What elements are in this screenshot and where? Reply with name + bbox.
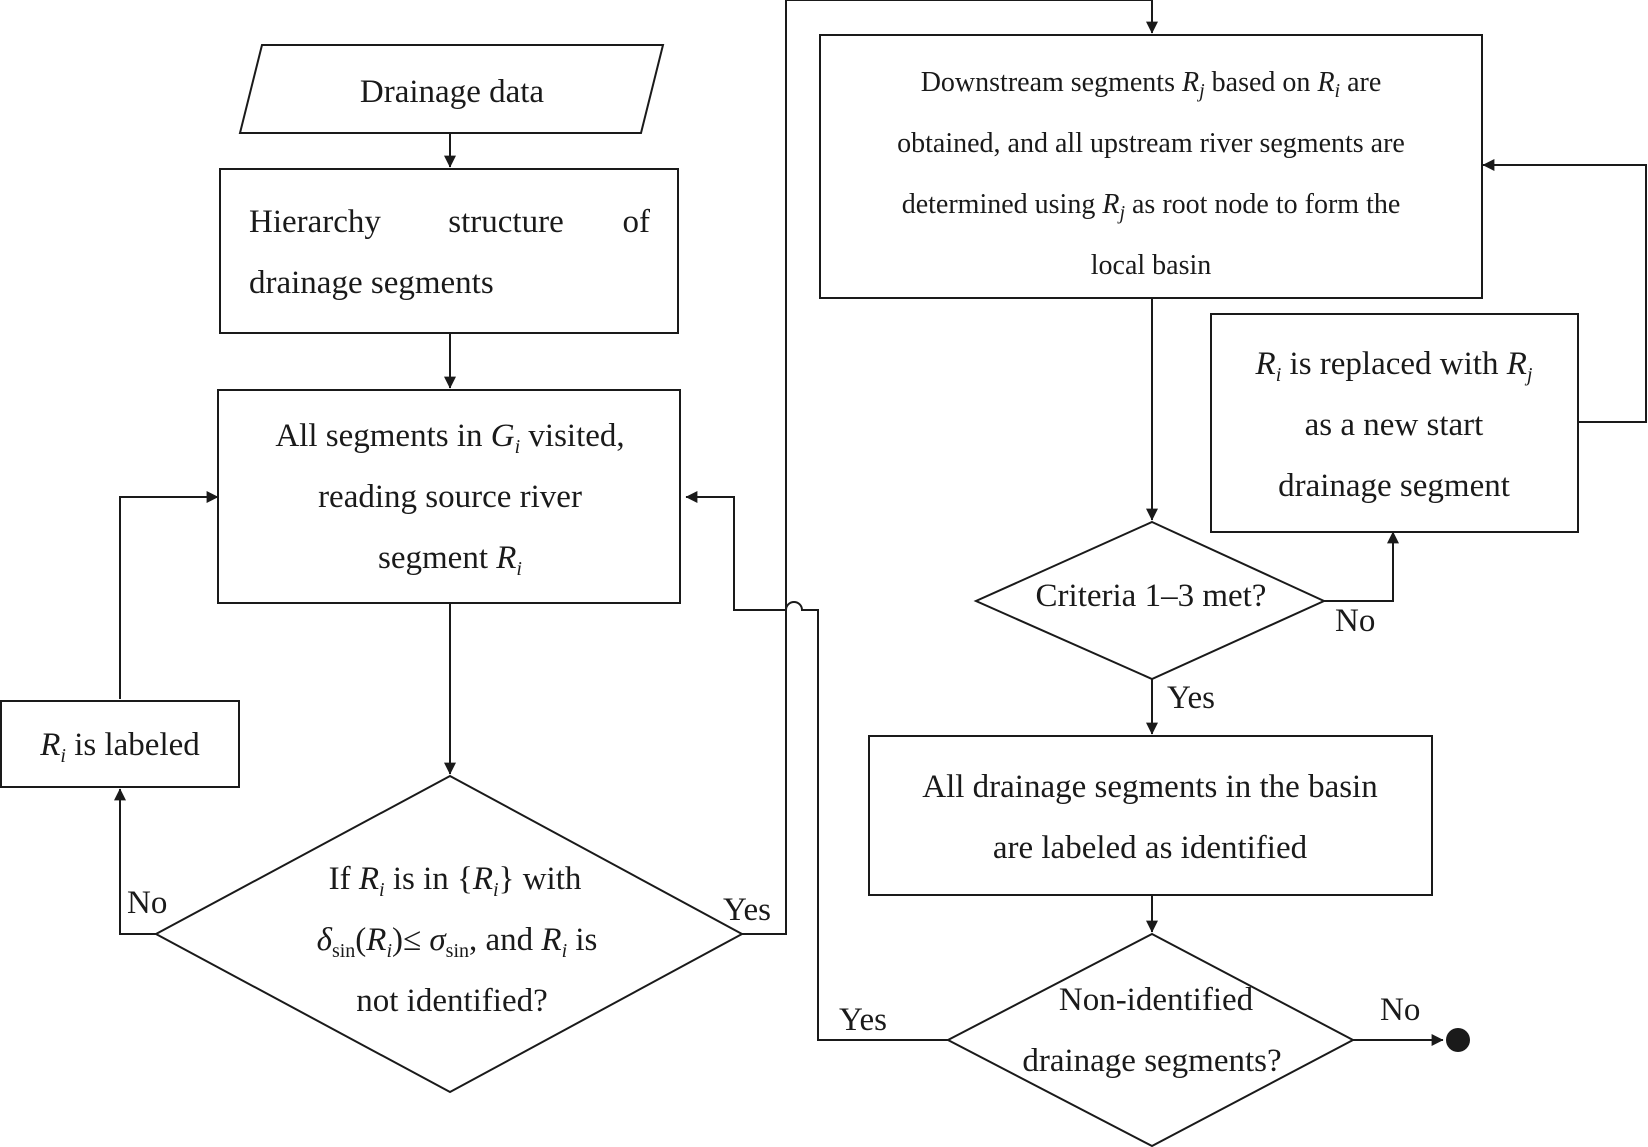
end-terminator bbox=[1446, 1028, 1470, 1052]
hierarchy-line-2: drainage segments bbox=[249, 265, 494, 301]
visit-line-1: All segments in Gi visited, bbox=[275, 418, 624, 458]
replace-line-3: drainage segment bbox=[1278, 468, 1510, 504]
arrow-decision-yes-to-downstream bbox=[742, 0, 1158, 935]
identify-decision-node: If Ri is in {Ri} with δsin(Ri)≤ σsin, an… bbox=[153, 774, 745, 1094]
basin-labeled-node: All drainage segments in the basin are l… bbox=[868, 735, 1433, 896]
visit-box bbox=[217, 389, 681, 604]
criteria-decision-diamond bbox=[973, 520, 1327, 681]
edge-label-left-no: No bbox=[127, 885, 167, 921]
input-label: Drainage data bbox=[360, 74, 544, 110]
hierarchy-word-1: Hierarchy bbox=[249, 204, 381, 240]
non-identified-line-1: Non-identified bbox=[1059, 982, 1254, 1018]
non-identified-decision-diamond bbox=[945, 932, 1356, 1147]
criteria-label: Criteria 1–3 met? bbox=[1036, 578, 1267, 614]
downstream-line-2: obtained, and all upstream river segment… bbox=[897, 128, 1405, 159]
decision-left-line-3: not identified? bbox=[356, 983, 548, 1019]
arrow-final-yes-to-visit bbox=[685, 491, 948, 1041]
downstream-line-3: determined using Rj as root node to form… bbox=[902, 189, 1401, 224]
arrow-criteria-no-to-replace bbox=[1324, 531, 1399, 602]
hierarchy-word-2: structure bbox=[448, 204, 563, 240]
replace-line-1: Ri is replaced with Rj bbox=[1255, 346, 1533, 386]
edge-label-final-yes: Yes bbox=[839, 1002, 887, 1038]
identify-decision-diamond bbox=[153, 774, 745, 1094]
decision-left-line-1: If Ri is in {Ri} with bbox=[329, 861, 582, 901]
labeled-node: Ri is labeled bbox=[0, 700, 240, 788]
decision-left-line-2: δsin(Ri)≤ σsin, and Ri is bbox=[317, 922, 598, 962]
visit-line-2: reading source river bbox=[318, 479, 582, 515]
arrow-decision-no-to-labeled bbox=[114, 788, 156, 935]
drainage-data-node: Drainage data bbox=[238, 44, 665, 134]
visit-node: All segments in Gi visited, reading sour… bbox=[217, 389, 681, 604]
downstream-box bbox=[819, 34, 1483, 299]
edge-label-criteria-no: No bbox=[1335, 603, 1375, 639]
basin-labeled-line-1: All drainage segments in the basin bbox=[922, 769, 1377, 805]
non-identified-decision-node: Non-identified drainage segments? bbox=[945, 932, 1356, 1147]
basin-labeled-box bbox=[868, 735, 1433, 896]
hierarchy-node: Hierarchy structure of drainage segments bbox=[219, 168, 679, 334]
hierarchy-box bbox=[219, 168, 679, 334]
non-identified-line-2: drainage segments? bbox=[1022, 1043, 1281, 1079]
labeled-text: Ri is labeled bbox=[39, 727, 200, 767]
replace-box bbox=[1210, 313, 1579, 533]
edge-label-left-yes: Yes bbox=[723, 892, 771, 928]
replace-line-2: as a new start bbox=[1305, 407, 1484, 443]
edge-labels: No Yes No Yes Yes No bbox=[127, 603, 1420, 1038]
arrow-replace-to-downstream bbox=[1482, 159, 1647, 423]
visit-line-3: segment Ri bbox=[378, 540, 522, 580]
hierarchy-word-3: of bbox=[623, 204, 651, 240]
downstream-node: Downstream segments Rj based on Ri are o… bbox=[819, 34, 1483, 299]
connectors bbox=[114, 0, 1647, 1052]
labeled-box bbox=[0, 700, 240, 788]
input-parallelogram bbox=[238, 44, 665, 134]
edge-label-final-no: No bbox=[1380, 992, 1420, 1028]
downstream-line-1: Downstream segments Rj based on Ri are bbox=[921, 67, 1382, 102]
downstream-line-4: local basin bbox=[1091, 250, 1212, 281]
replace-node: Ri is replaced with Rj as a new start dr… bbox=[1210, 313, 1579, 533]
basin-labeled-line-2: are labeled as identified bbox=[993, 830, 1308, 866]
criteria-decision-node: Criteria 1–3 met? bbox=[973, 520, 1327, 681]
arrow-labeled-to-visit bbox=[119, 491, 219, 699]
edge-label-criteria-yes: Yes bbox=[1167, 680, 1215, 716]
